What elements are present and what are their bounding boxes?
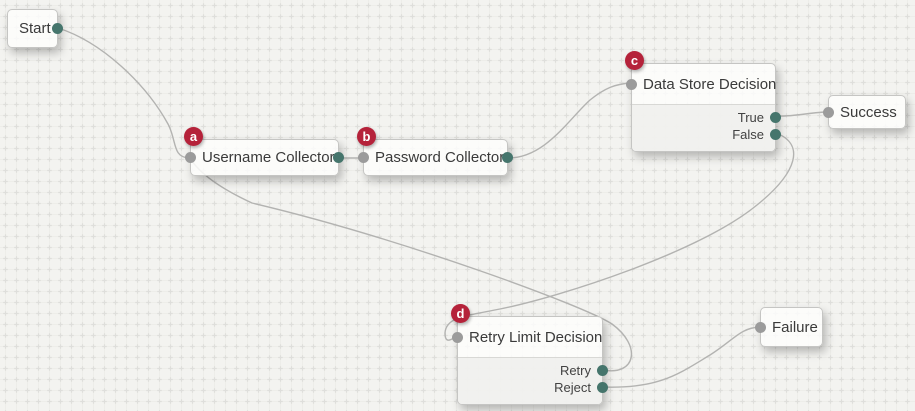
- node-title-data-store-decision: Data Store Decision: [643, 75, 777, 93]
- edge-data-store-decision-False-to-retry-limit-decision[interactable]: [444, 132, 795, 341]
- node-header-failure: Failure: [755, 308, 822, 346]
- input-port-username-collector[interactable]: [185, 152, 196, 163]
- badge-retry-limit-decision: d: [451, 304, 470, 323]
- node-header-data-store-decision: Data Store Decision: [626, 64, 777, 104]
- outcome-label-true: True: [737, 110, 764, 125]
- input-port-data-store-decision[interactable]: [626, 78, 637, 90]
- output-port-start[interactable]: [52, 23, 63, 34]
- output-port-false-data-store-decision[interactable]: [770, 129, 781, 140]
- input-port-failure[interactable]: [755, 321, 766, 333]
- node-start[interactable]: Start: [7, 9, 63, 48]
- outcome-row-true-data-store-decision: True: [632, 109, 781, 126]
- outcome-row-retry-retry-limit-decision: Retry: [458, 362, 608, 379]
- input-port-password-collector[interactable]: [358, 152, 369, 163]
- node-title-success: Success: [840, 103, 897, 121]
- edges-layer: [57, 27, 829, 388]
- node-title-username-collector: Username Collector: [202, 149, 335, 166]
- outcome-row-reject-retry-limit-decision: Reject: [458, 379, 608, 396]
- node-failure[interactable]: Failure: [755, 307, 823, 347]
- outcome-label-reject: Reject: [554, 380, 591, 395]
- badge-data-store-decision: c: [625, 51, 644, 70]
- output-port-retry-retry-limit-decision[interactable]: [597, 365, 608, 376]
- output-port-true-data-store-decision[interactable]: [770, 112, 781, 123]
- edge-start-out-to-username-collector[interactable]: [57, 27, 190, 159]
- input-port-success[interactable]: [823, 106, 834, 118]
- node-title-retry-limit-decision: Retry Limit Decision: [469, 328, 603, 346]
- node-header-password-collector: Password Collector: [358, 140, 513, 175]
- node-header-success: Success: [823, 96, 905, 128]
- node-header-username-collector: Username Collector: [185, 140, 344, 175]
- outcome-label-false: False: [732, 127, 764, 142]
- edge-password-collector-out-to-data-store-decision[interactable]: [507, 82, 632, 159]
- badge-username-collector: a: [184, 127, 203, 146]
- node-title-failure: Failure: [772, 318, 818, 336]
- node-header-retry-limit-decision: Retry Limit Decision: [452, 317, 603, 357]
- edge-retry-limit-decision-Retry-to-username-collector[interactable]: [189, 157, 633, 372]
- badge-password-collector: b: [357, 127, 376, 146]
- output-port-username-collector[interactable]: [333, 152, 344, 163]
- node-title-password-collector: Password Collector: [375, 149, 505, 166]
- edge-retry-limit-decision-Reject-to-failure[interactable]: [602, 326, 761, 388]
- node-success[interactable]: Success: [823, 95, 906, 129]
- output-port-reject-retry-limit-decision[interactable]: [597, 382, 608, 393]
- input-port-retry-limit-decision[interactable]: [452, 331, 463, 343]
- node-title-start: Start: [19, 20, 51, 37]
- node-header-start: Start: [8, 10, 63, 47]
- outcome-row-false-data-store-decision: False: [632, 126, 781, 143]
- output-port-password-collector[interactable]: [502, 152, 513, 163]
- outcome-label-retry: Retry: [559, 363, 591, 378]
